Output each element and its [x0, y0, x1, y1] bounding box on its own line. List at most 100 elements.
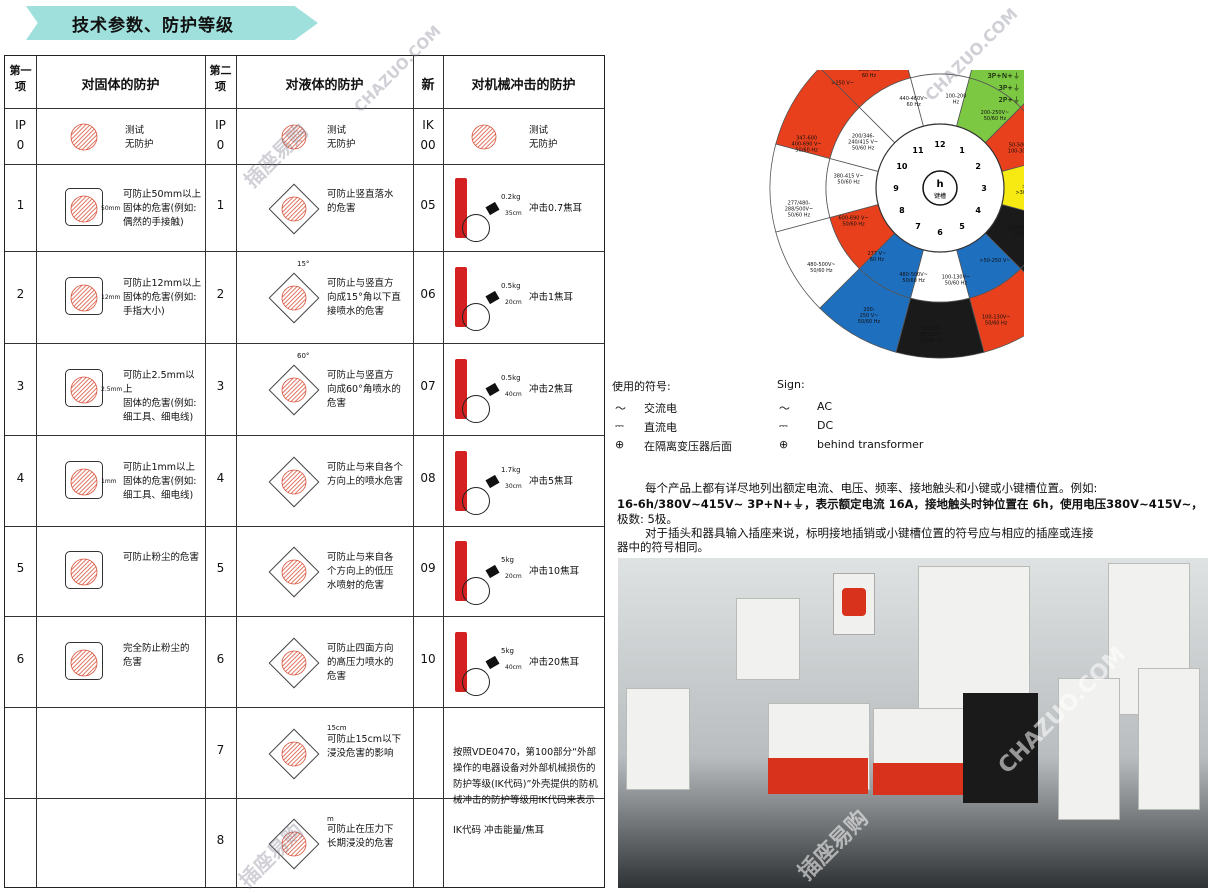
- solid-protection-text: 测试 无防护: [125, 125, 154, 150]
- dial-voltage-label: 200/346-240/415 V~50/60 Hz: [848, 133, 878, 151]
- dial-hour-number: 8: [899, 206, 905, 215]
- row-solid-code: IP: [15, 118, 26, 132]
- table-column-divider: [236, 56, 237, 887]
- row-solid-code-sub: 0: [16, 138, 25, 152]
- row-ik-code: 09: [420, 561, 436, 575]
- solid-protection-text: 可防止粉尘的危害: [123, 552, 200, 563]
- row-solid-code: 5: [16, 561, 25, 575]
- watermark-text: 插座易购: [793, 805, 874, 886]
- legend-symbol: ～: [779, 402, 790, 415]
- dial-hour-number: 4: [975, 206, 981, 215]
- ik-standard-note: 按照VDE0470，第100部分“外部操作的电器设备对外部机械损伤的防护等级(I…: [453, 747, 598, 806]
- legend-label-en: DC: [817, 419, 834, 432]
- pin-config-label: 2P+⏚: [998, 96, 1020, 104]
- dial-voltage-label: 100-130V~50/60 Hz: [982, 314, 1011, 326]
- dial-voltage-label: 600-690 V~50/60 Hz: [839, 215, 869, 227]
- row-solid-code: 4: [16, 470, 25, 485]
- table-row-divider: [5, 526, 604, 527]
- dial-voltage-label: 127/208-144/250V50/60 Hz: [984, 70, 1009, 72]
- dial-voltage-label: 200-250 V~50/60 Hz: [858, 307, 881, 325]
- enclosure-box: [1138, 668, 1200, 810]
- dial-voltage-label: >50-250 V~: [979, 258, 1010, 264]
- legend-symbol: ⎓: [615, 419, 624, 432]
- dial-voltage-label: 480-500V~50/60 Hz: [807, 262, 836, 274]
- impact-energy-text: 冲击0.7焦耳: [529, 202, 583, 214]
- row-ik-code: 05: [420, 197, 436, 212]
- liquid-protection-text: 可防止与来自各 个方向上的低压 水喷射的危害: [327, 552, 394, 591]
- immersion-depth-label: m: [327, 815, 334, 823]
- row-ik-code: IK: [422, 118, 434, 132]
- ik-code-note: IK代码 冲击能量/焦耳: [453, 825, 545, 836]
- page-title: 技术参数、防护等级: [72, 16, 234, 36]
- legend-symbol: ～: [615, 402, 626, 415]
- dial-center-label: 键槽: [934, 192, 946, 200]
- row-ik-code: 08: [420, 470, 436, 485]
- product-photo: CHAZUO.COM 插座易购: [618, 558, 1208, 888]
- table-row-divider: [5, 616, 604, 617]
- impact-mass-label: 5kg: [501, 646, 514, 655]
- legend-symbol: ⊕: [615, 438, 625, 451]
- impact-drop-label: 40cm: [505, 391, 522, 398]
- impact-energy-text: 冲击5焦耳: [529, 475, 574, 487]
- paragraph-4: 对于插头和器具输入插座来说，标明接地插销或小键槽位置的符号应与相应的插座或连接: [645, 526, 1094, 540]
- paragraph-2: 16-6h/380V~415V~ 3P+N+⏚，表示额定电流 16A，接地触头时…: [617, 497, 1203, 511]
- paragraph-5: 器中的符号相同。: [617, 540, 709, 554]
- row-solid-code: 3: [16, 379, 25, 393]
- impact-energy-text: 冲击20焦耳: [529, 656, 580, 668]
- row-solid-code: 6: [16, 651, 25, 666]
- table-row-divider: [5, 343, 604, 344]
- paragraph-3: 极数: 5极。: [617, 512, 678, 526]
- dial-hour-number: 1: [959, 146, 965, 155]
- legend-symbol: ⊕: [779, 438, 789, 451]
- table-row-divider: [5, 164, 604, 165]
- impact-drop-label: 20cm: [505, 573, 522, 580]
- black-socket-box: [963, 693, 1038, 803]
- enclosure-box: [626, 688, 690, 790]
- red-socket-row: [873, 763, 963, 795]
- dial-voltage-label: 380-415 V~50/60 Hz: [834, 173, 864, 185]
- legend-label-cn: 直流电: [644, 421, 677, 434]
- row-ik-code: 10: [420, 651, 436, 666]
- table-row-divider: [5, 435, 604, 436]
- dial-voltage-label: >250 V~: [831, 81, 854, 87]
- table-row-divider: [5, 707, 604, 708]
- solid-dimension: 1mm: [101, 477, 117, 485]
- dial-hour-number: 5: [959, 222, 965, 231]
- row-ik-code: 06: [420, 287, 436, 301]
- spray-angle-label: 15°: [297, 260, 310, 268]
- dial-hour-number: 10: [896, 162, 908, 171]
- impact-energy-text: 冲击2焦耳: [529, 384, 574, 395]
- dial-segment: [1020, 103, 1024, 112]
- dial-voltage-label: 200-250V~50/60 Hz: [981, 110, 1010, 122]
- header-solid: 对固体的防护: [81, 78, 160, 93]
- row-liquid-code: 2: [216, 287, 225, 301]
- dial-hour-number: 3: [981, 184, 987, 193]
- impact-mass-label: 0.2kg: [501, 192, 521, 201]
- liquid-protection-text: 测试 无防护: [327, 125, 356, 150]
- impact-drop-label: 30cm: [505, 482, 522, 490]
- table-row-divider: [5, 798, 604, 799]
- dial-voltage-label: >50 V~>300-500 Hz: [1015, 184, 1024, 196]
- dial-hour-number: 2: [975, 162, 981, 171]
- row-ik-code-sub: 00: [420, 138, 436, 152]
- header-col-1: 第一项: [9, 64, 32, 93]
- solid-protection-text: 完全防止粉尘的 危害: [123, 642, 190, 668]
- row-liquid-code: 7: [216, 742, 225, 757]
- table-column-divider: [36, 56, 37, 887]
- title-banner: [26, 6, 318, 40]
- impact-mass-label: 5kg: [501, 556, 514, 564]
- row-liquid-code: IP: [215, 118, 226, 132]
- spray-angle-label: 60°: [297, 352, 310, 360]
- dial-voltage-label: 440-460V~60 Hz: [899, 96, 928, 108]
- liquid-protection-text: 可防止与竖直方 向成60°角喷水的 危害: [327, 370, 401, 409]
- header-impact: 对机械冲击的防护: [471, 78, 576, 93]
- dial-hour-number: 6: [937, 228, 943, 237]
- impact-drop-label: 35cm: [505, 209, 522, 217]
- row-solid-code: 2: [16, 287, 25, 301]
- pin-config-label: 3P+⏚: [998, 84, 1020, 92]
